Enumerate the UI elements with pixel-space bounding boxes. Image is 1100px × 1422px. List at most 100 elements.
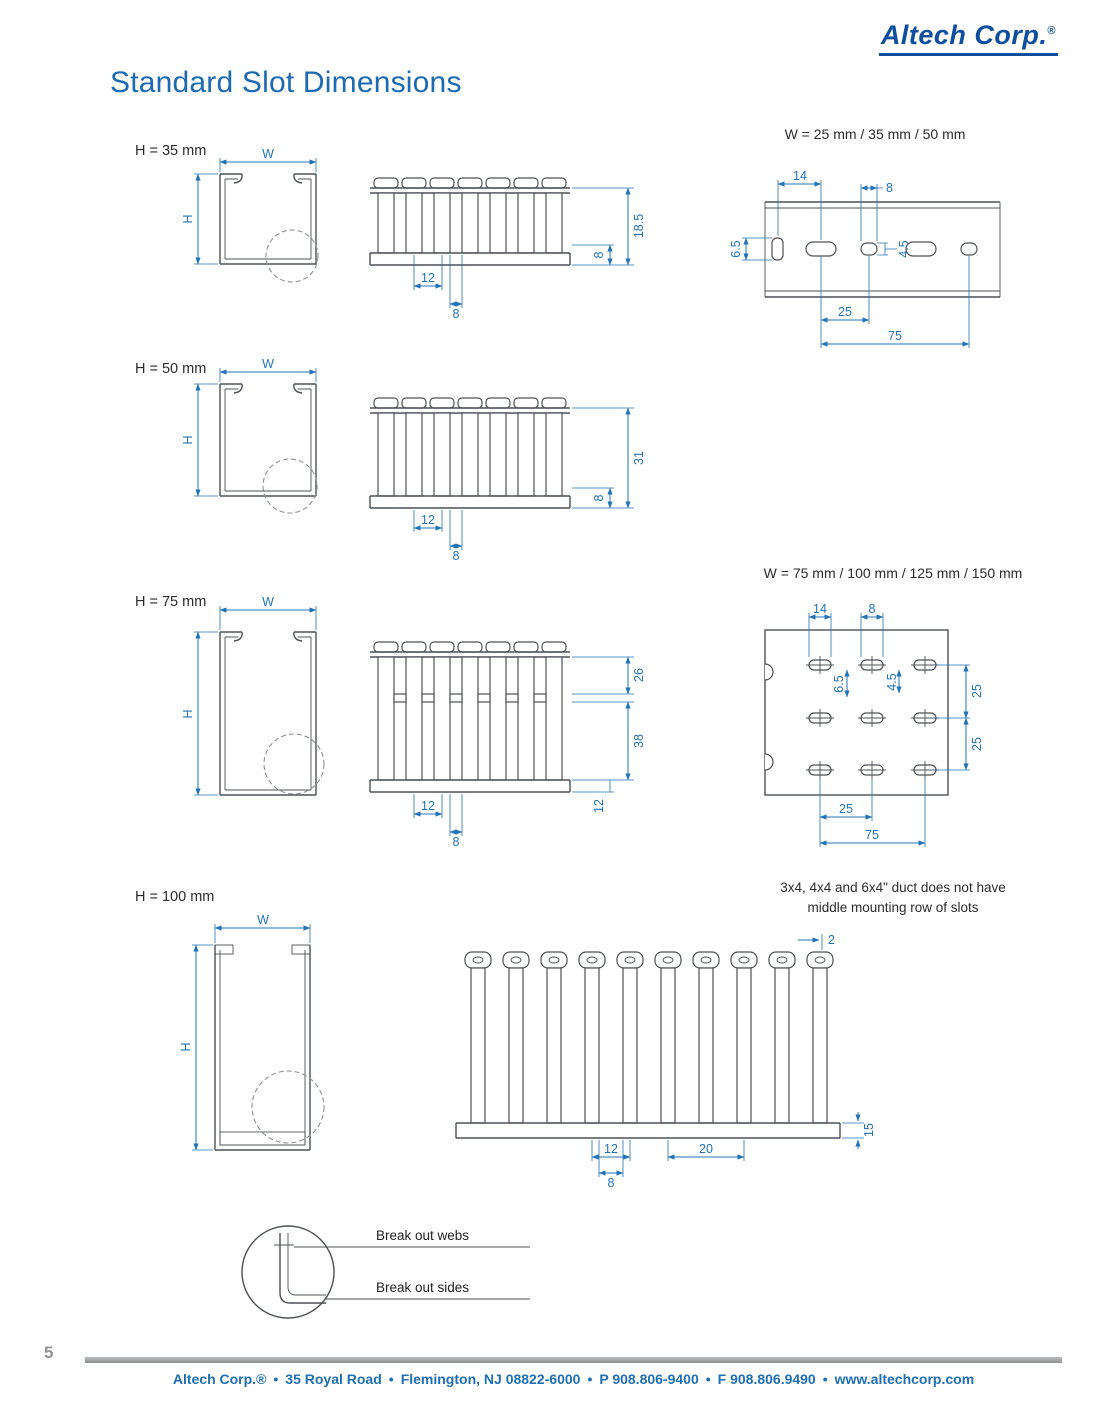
section-label-h100: H = 100 mm xyxy=(135,889,215,905)
dim-label-height: 31 xyxy=(632,451,646,465)
section-label-h75: H = 75 mm xyxy=(135,594,207,610)
footer-divider-bar xyxy=(85,1357,1062,1363)
footer-bullet: • xyxy=(273,1371,279,1387)
footer: Altech Corp.® • 35 Royal Road • Flemington, … xyxy=(85,1371,1062,1387)
h35-side-dimensions: 18.5 8 12 8 xyxy=(413,187,646,321)
plate-slot-pattern: 14 8 6.5 4.5 25 25 25 75 xyxy=(764,602,984,847)
dim-label-slot: 8 xyxy=(453,549,460,563)
dim-label-75: 75 xyxy=(888,329,902,343)
breakout-sides-label: Break out sides xyxy=(376,1280,469,1295)
dim-label-w: W xyxy=(262,147,274,161)
dim-label-75: 75 xyxy=(865,828,879,842)
h100-side-view: 2 15 12 8 20 xyxy=(455,933,876,1190)
dim-label-8: 8 xyxy=(886,181,893,195)
footer-bullet: • xyxy=(822,1371,828,1387)
h100-side-dimensions: 2 15 12 8 20 xyxy=(591,933,876,1190)
dim-label-8: 8 xyxy=(869,602,876,616)
h50-cross-dimensions: W H xyxy=(181,357,317,497)
detail-circle xyxy=(265,229,319,283)
dim-label-wide: 20 xyxy=(699,1142,713,1156)
breakout-circle xyxy=(241,1225,335,1319)
dim-label-base: 8 xyxy=(592,494,606,501)
h50-cross-section: W H xyxy=(181,357,318,514)
plate-outline xyxy=(764,629,949,796)
rail-slot-pattern: 14 8 6.5 4.5 25 75 xyxy=(729,169,1001,348)
dim-label-25-bottom: 25 xyxy=(839,802,853,816)
dim-label-25: 25 xyxy=(838,305,852,319)
dim-label-top: 2 xyxy=(828,933,835,947)
dim-label-slot: 8 xyxy=(453,835,460,849)
h75-cross-dimensions: W H xyxy=(181,595,317,796)
footer-bullet: • xyxy=(705,1371,711,1387)
dim-label-6-5: 6.5 xyxy=(729,240,743,257)
h35-comb-profile xyxy=(369,177,571,266)
h35-cross-section: W H xyxy=(181,147,319,283)
dim-label-4-5: 4.5 xyxy=(897,240,911,257)
plate-note-line-2: middle mounting row of slots xyxy=(807,900,979,916)
page-number: 5 xyxy=(44,1343,54,1362)
dim-label-pitch: 12 xyxy=(421,271,435,285)
dim-label-base: 12 xyxy=(592,799,606,813)
registered-mark: ® xyxy=(1047,25,1056,37)
dim-label-25-right-1: 25 xyxy=(970,684,984,698)
dim-label-pitch: 12 xyxy=(604,1142,618,1156)
section-label-h35: H = 35 mm xyxy=(135,143,207,159)
dim-label-h: H xyxy=(179,1042,193,1051)
detail-circle xyxy=(262,458,318,514)
dim-label-14: 14 xyxy=(813,602,827,616)
h100-cross-section: W H xyxy=(179,913,325,1151)
h75-comb-profile xyxy=(369,641,571,793)
top-cap-left xyxy=(214,944,234,955)
footer-address: 35 Royal Road xyxy=(285,1371,382,1387)
brand-name: Altech Corp. xyxy=(880,20,1048,50)
h35-duct-outline xyxy=(219,173,319,283)
dim-label-14: 14 xyxy=(793,169,807,183)
h75-duct-outline xyxy=(219,631,325,796)
h75-side-view: 26 38 12 12 8 xyxy=(369,641,646,849)
detail-circle xyxy=(263,733,325,795)
page-title: Standard Slot Dimensions xyxy=(110,66,462,99)
dim-label-pitch: 12 xyxy=(421,513,435,527)
dim-label-h: H xyxy=(181,709,195,718)
h50-side-view: 31 8 12 8 xyxy=(369,397,646,563)
detail-circle xyxy=(251,1070,325,1144)
dim-label-slot: 8 xyxy=(453,307,460,321)
dim-label-w: W xyxy=(257,913,269,927)
dim-label-slot: 8 xyxy=(608,1176,615,1190)
footer-phone: P 908.806-9400 xyxy=(599,1371,699,1387)
brand-logo: Altech Corp.® xyxy=(858,20,1058,56)
h100-comb-profile xyxy=(455,951,841,1139)
dim-label-pitch: 12 xyxy=(421,799,435,813)
footer-bullet: • xyxy=(388,1371,394,1387)
dim-label-4-5: 4.5 xyxy=(885,673,899,690)
h35-cross-dimensions: W H xyxy=(181,147,317,265)
plate-note: 3x4, 4x4 and 6x4" duct does not have mid… xyxy=(718,878,1068,919)
rail-outline xyxy=(764,201,1001,298)
h35-side-view: 18.5 8 12 8 xyxy=(369,177,646,321)
footer-city: Flemington, NJ 08822-6000 xyxy=(400,1371,581,1387)
footer-company: Altech Corp.® xyxy=(172,1371,267,1387)
footer-fax: F 908.806.9490 xyxy=(717,1371,816,1387)
dim-label-25-right-2: 25 xyxy=(970,737,984,751)
dim-label-h: H xyxy=(181,214,195,223)
dim-label-base: 15 xyxy=(862,1123,876,1137)
plate-pattern-title: W = 75 mm / 100 mm / 125 mm / 150 mm xyxy=(763,565,1023,581)
h50-side-dimensions: 31 8 12 8 xyxy=(413,407,646,563)
footer-bullet: • xyxy=(587,1371,593,1387)
h50-comb-profile xyxy=(369,397,571,509)
top-cap-right xyxy=(291,944,311,955)
rail-pattern-title: W = 25 mm / 35 mm / 50 mm xyxy=(784,126,966,142)
dim-label-w: W xyxy=(262,357,274,371)
breakout-drawing xyxy=(241,1225,335,1319)
h75-cross-section: W H xyxy=(181,595,325,796)
dim-label-w: W xyxy=(262,595,274,609)
footer-website: www.altechcorp.com xyxy=(834,1371,975,1387)
dim-label-upper: 26 xyxy=(632,668,646,682)
plate-note-line-1: 3x4, 4x4 and 6x4" duct does not have xyxy=(780,880,1006,895)
dim-label-6-5: 6.5 xyxy=(832,675,846,692)
dim-label-height: 18.5 xyxy=(632,214,646,238)
breakout-callouts: Break out webs Break out sides xyxy=(294,1228,530,1300)
h100-cross-dimensions: W H xyxy=(179,913,311,1151)
dim-label-h: H xyxy=(181,435,195,444)
